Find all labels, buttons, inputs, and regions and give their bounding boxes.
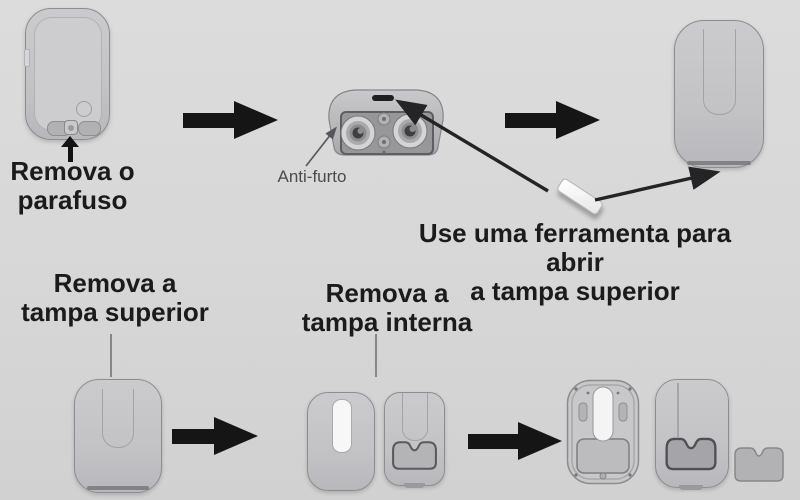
shell-corner-dots [574,387,632,477]
body-compartment [665,437,717,471]
device-inner-cover-view [384,392,445,488]
screw-slot [64,120,78,135]
device-foot [679,485,703,490]
device-body-part [655,379,729,490]
top-cover-tab [703,29,736,115]
label-remove-top-cover-line2: tampa superior [21,297,209,327]
small-screw-top [377,112,391,126]
device-top-view [674,20,764,168]
label-remove-screw-line1: Remova o [10,156,135,186]
device-bottom-seam [687,161,751,165]
arrow-right-icon-2 [505,101,600,139]
label-remove-inner-cover-line2: tampa interna [301,307,473,337]
device-back-panel [34,17,102,131]
shell-screw-hole [599,472,607,480]
device-bottom-view [328,89,444,156]
arrow-up-shaft [67,147,73,162]
arrow-right-icon-1 [183,101,278,139]
removed-top-cover [307,392,375,491]
shell-window [592,386,614,442]
screw-icon [68,125,74,131]
label-use-tool-line1: Use uma ferramenta para abrir [418,218,732,277]
label-remove-inner-cover-line1: Remova a [325,278,449,308]
label-remove-top-cover-line1: Remova a [53,268,177,298]
tiny-dot [382,150,386,154]
device-side-button [24,49,30,67]
device-back-view [24,8,110,140]
top-cover-tab [102,389,134,448]
device-foot-right [78,121,101,136]
arrow-right-icon-3 [172,417,258,455]
arrow-up-icon [61,136,79,162]
pry-slot [372,95,394,101]
open-shell-part [566,379,640,485]
arrow-head [518,422,562,460]
anti-theft-screw-right [392,113,428,149]
arrow-head [556,101,600,139]
shell-slot-right [618,402,628,422]
arrow-shaft [183,112,234,128]
anti-theft-screw-left [340,115,376,151]
inner-cover-part [734,447,784,482]
cover-window [332,399,352,453]
device-with-top-cover [74,379,162,493]
tool-to-device-arrow [594,166,721,202]
arrow-up-head [61,136,79,147]
shell-slot-left [578,402,588,422]
arrow-head [214,417,258,455]
device-foot [404,483,425,488]
body-seam [677,383,679,437]
label-remove-screw-line2: parafuso [17,185,128,215]
label-anti-theft: Anti-furto [277,167,347,186]
label-remove-top-cover: Remova a tampa superior [15,269,215,327]
arrow-shaft [468,433,518,449]
arrow-shaft [172,428,214,444]
label-use-tool-line2: a tampa superior [470,276,680,306]
label-remove-screw: Remova o parafuso [0,157,145,215]
device-bottom-seam [87,486,149,490]
pry-tool [555,177,605,216]
label-use-tool: Use uma ferramenta para abrir a tampa su… [390,219,760,306]
label-remove-inner-cover: Remova a tampa interna [287,279,487,337]
small-screw-bottom [377,135,391,149]
arrow-right-icon-4 [468,422,562,460]
inner-cover-compartment [392,441,437,470]
shell-compartment [576,438,630,474]
inner-tab [402,393,428,441]
arrow-head [234,101,278,139]
arrow-shaft [505,112,556,128]
device-round-detail [76,101,92,117]
